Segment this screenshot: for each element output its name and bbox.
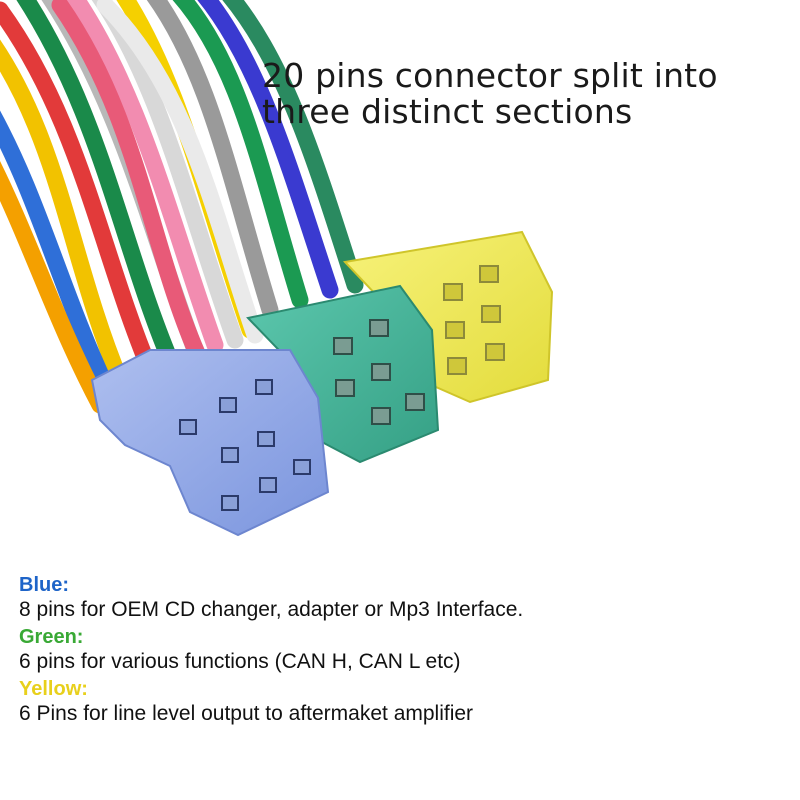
headline-line-1: 20 pins connector split into (262, 56, 718, 95)
headline: 20 pins connector split into three disti… (262, 58, 782, 130)
section-legend: Blue: 8 pins for OEM CD changer, adapter… (19, 574, 789, 730)
yellow-connector (342, 230, 554, 404)
wire-bundle (0, 0, 364, 414)
section-desc-green: 6 pins for various functions (CAN H, CAN… (19, 650, 461, 673)
section-desc-yellow: 6 Pins for line level output to aftermak… (19, 702, 474, 725)
connector-harness-photo (0, 0, 554, 537)
green-connector (246, 284, 440, 464)
headline-line-2: three distinct sections (262, 92, 633, 131)
section-label-yellow: Yellow: (19, 678, 88, 700)
section-label-green: Green: (19, 626, 84, 648)
section-desc-blue: 8 pins for OEM CD changer, adapter or Mp… (19, 598, 524, 621)
blue-connector (90, 349, 330, 537)
section-label-blue: Blue: (19, 574, 69, 596)
